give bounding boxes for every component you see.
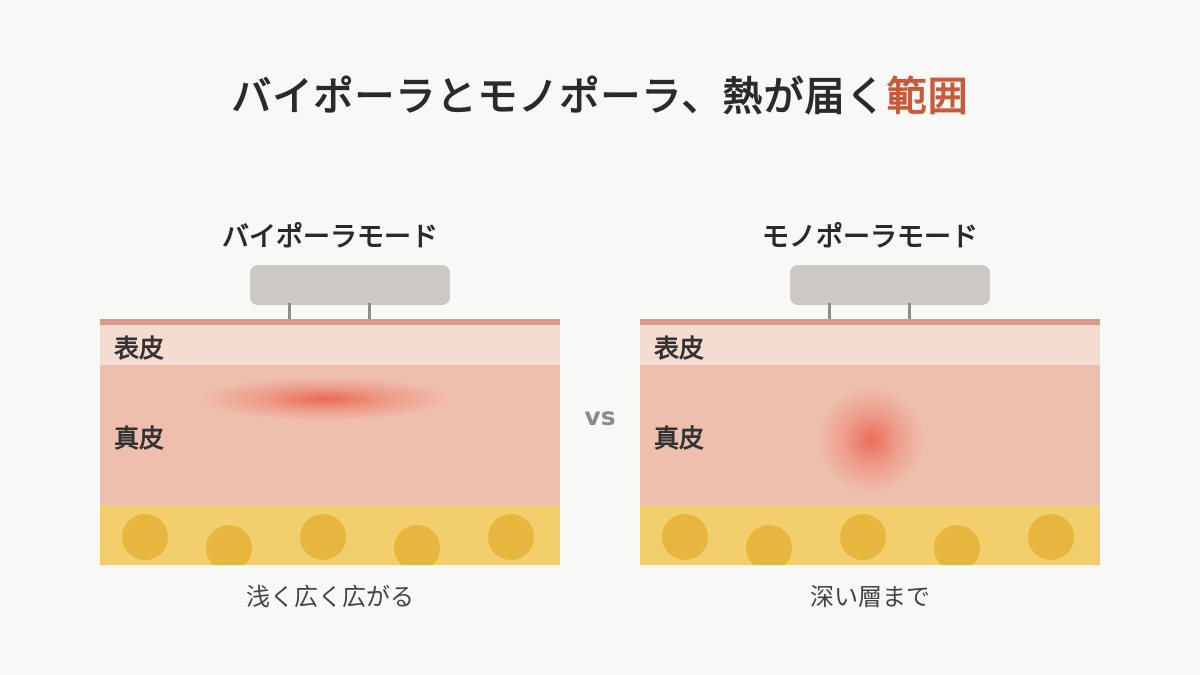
bipolar-heat-zone <box>200 377 450 421</box>
page-title: バイポーラとモノポーラ、熱が届く範囲 <box>0 64 1200 122</box>
epidermis-surface <box>640 319 1100 325</box>
bipolar-caption: 浅く広く広がる <box>246 583 414 611</box>
epidermis-label: 表皮 <box>114 334 165 363</box>
bipolar-device-head <box>250 265 450 305</box>
fat-layer <box>100 505 560 565</box>
fat-cell <box>206 525 252 565</box>
epidermis-surface <box>100 319 560 325</box>
fat-cell <box>488 514 534 560</box>
bipolar-mode-title: バイポーラモード <box>222 222 438 253</box>
fat-cell <box>394 525 440 565</box>
fat-cell <box>840 514 886 560</box>
monopolar-device-head <box>790 265 990 305</box>
vs-label: vs <box>584 402 616 431</box>
monopolar-caption: 深い層まで <box>810 583 930 611</box>
dermis-label: 真皮 <box>654 424 705 453</box>
monopolar-panel: モノポーラモード 表皮 真皮 深い層まで <box>640 215 1100 615</box>
fat-cell <box>1028 514 1074 560</box>
fat-cell <box>662 514 708 560</box>
fat-layer <box>640 505 1100 565</box>
epidermis-layer <box>100 325 560 365</box>
monopolar-skin-cross-section: 表皮 真皮 <box>640 319 1100 565</box>
dermis-label: 真皮 <box>114 424 165 453</box>
fat-cell <box>122 514 168 560</box>
fat-cell <box>300 514 346 560</box>
monopolar-mode-title: モノポーラモード <box>762 222 978 253</box>
bipolar-skin-cross-section: 表皮 真皮 <box>100 319 560 565</box>
title-accent: 範囲 <box>886 74 969 120</box>
epidermis-label: 表皮 <box>654 334 705 363</box>
epidermis-layer <box>640 325 1100 365</box>
fat-cell <box>934 525 980 565</box>
monopolar-heat-zone <box>816 385 926 495</box>
fat-cell <box>746 525 792 565</box>
bipolar-panel: バイポーラモード 表皮 真皮 浅く広く広がる <box>100 215 560 615</box>
title-main: バイポーラとモノポーラ、熱が届く <box>231 74 887 120</box>
